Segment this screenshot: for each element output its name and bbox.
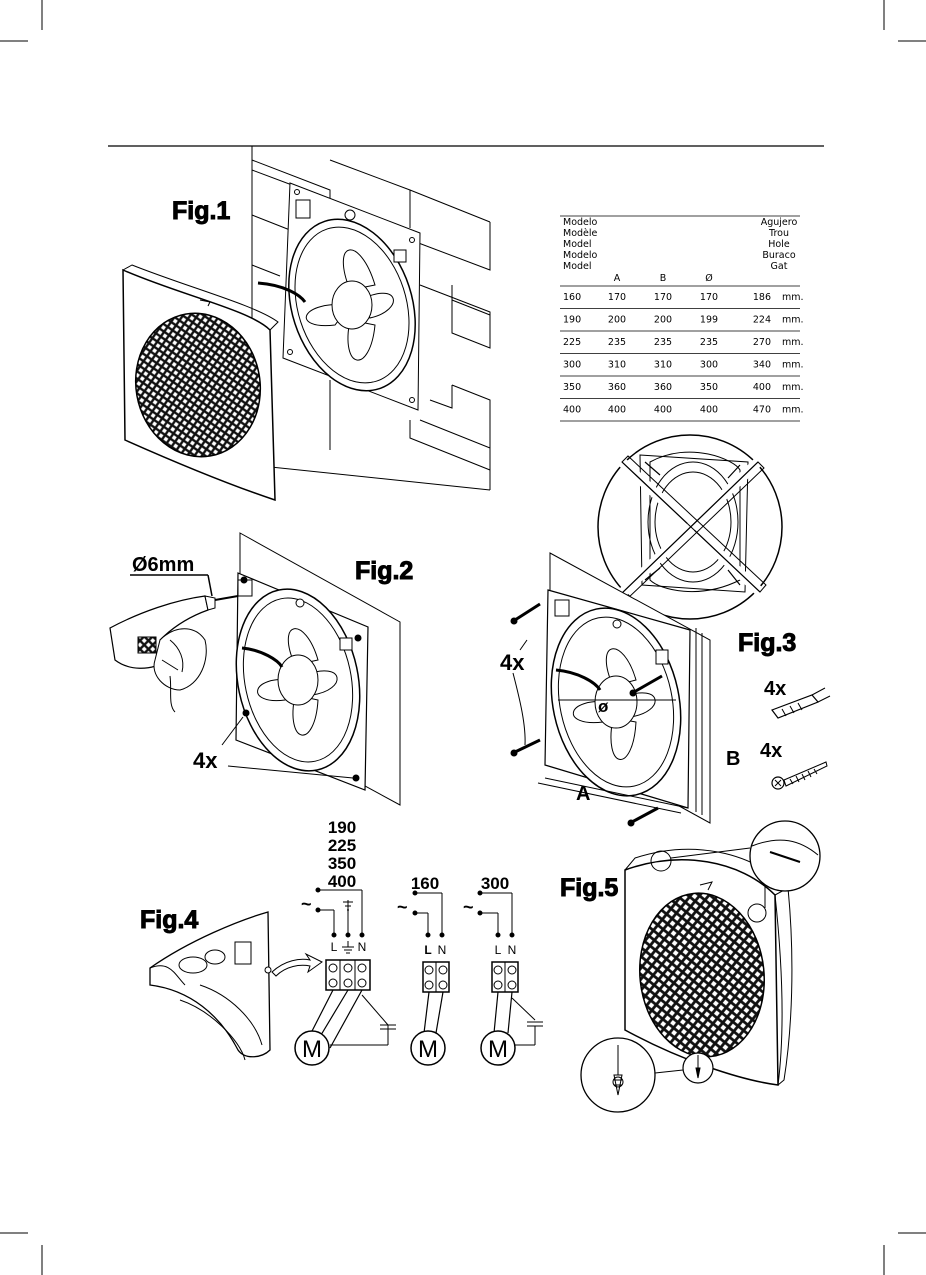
table-cell-a: 235 [608, 337, 626, 348]
fig3-label: Fig.3 [738, 629, 796, 657]
fig4-ac-symbol-1: ~ [301, 894, 312, 914]
header-hole-fr: Trou [768, 228, 789, 239]
fig4-illustration [149, 887, 543, 1066]
fig5-illustration [580, 820, 821, 1113]
fig4-model-225: 225 [328, 836, 356, 855]
wiring-160 [410, 890, 450, 1066]
table-cell-hole: 224 [753, 315, 771, 326]
header-hole-en: Hole [768, 239, 790, 250]
arrow-icon [271, 952, 323, 977]
table-cell-unit: mm. [782, 382, 804, 393]
table-cell-b: 310 [654, 360, 672, 371]
brick-wall [251, 146, 491, 491]
fig3-screw-count: 4x [500, 650, 525, 675]
fig4-term-n-2: N [438, 943, 447, 957]
header-hole-es: Agujero [761, 217, 798, 228]
fig3-screw-count-wood: 4x [760, 740, 782, 762]
fig3-dim-d: ø [598, 697, 609, 716]
table-cell-hole: 270 [753, 337, 771, 348]
earth-icon [342, 941, 354, 954]
wiring-300 [477, 890, 543, 1066]
table-cell-unit: mm. [782, 315, 804, 326]
table-cell-hole: 470 [753, 405, 771, 416]
table-cell-hole: 340 [753, 360, 771, 371]
table-cell-d: 400 [700, 405, 718, 416]
fig2-count-label: 4x [193, 748, 218, 773]
table-cell-a: 170 [608, 292, 626, 303]
table-cell-b: 200 [654, 315, 672, 326]
spec-table: Modelo Modèle Model Modelo Model Agujero… [560, 215, 804, 422]
fig3-dim-b: B [726, 748, 740, 770]
fig5-grille [638, 892, 766, 1058]
table-cell-model: 160 [563, 292, 581, 303]
header-model-nl: Model [563, 261, 592, 272]
fig4-term-l-2: L [424, 943, 431, 957]
table-cell-unit: mm. [782, 337, 804, 348]
header-model-es: Modelo [563, 217, 598, 228]
table-cell-model: 190 [563, 315, 581, 326]
fig3-illustration [510, 552, 831, 827]
header-col-d: Ø [705, 273, 712, 284]
table-cell-b: 400 [654, 405, 672, 416]
table-cell-b: 170 [654, 292, 672, 303]
fig4-ac-symbol-2: ~ [397, 897, 408, 917]
table-cell-d: 350 [700, 382, 718, 393]
fig4-ac-symbol-3: ~ [463, 897, 474, 917]
fig4-term-l-1: L [331, 940, 338, 954]
table-cell-unit: mm. [782, 292, 804, 303]
fig3-dim-a: A [576, 783, 590, 805]
table-cell-hole: 400 [753, 382, 771, 393]
fig4-model-400: 400 [328, 872, 356, 891]
fig4-model-190: 190 [328, 818, 356, 837]
table-cell-d: 199 [700, 315, 718, 326]
fig5-label: Fig.5 [560, 874, 618, 902]
header-col-b: B [660, 273, 667, 284]
table-cell-a: 360 [608, 382, 626, 393]
header-hole-nl: Gat [771, 261, 788, 272]
fig4-model-350: 350 [328, 854, 356, 873]
table-cell-unit: mm. [782, 405, 804, 416]
table-cell-model: 400 [563, 405, 581, 416]
drill-icon [109, 595, 209, 669]
fig4-model-160: 160 [411, 874, 439, 893]
fig3-plug-count: 4x [764, 678, 786, 700]
fig2-label: Fig.2 [355, 557, 413, 585]
table-cell-unit: mm. [782, 360, 804, 371]
fig4-motor-3: M [488, 1036, 508, 1063]
drill-size-label: Ø6mm [132, 554, 194, 576]
table-cell-a: 200 [608, 315, 626, 326]
incorrect-mount-circle [597, 434, 783, 620]
header-model-en: Model [563, 239, 592, 250]
header-model-pt: Modelo [563, 250, 598, 261]
fig4-term-n-3: N [508, 943, 517, 957]
fig2-illustration [109, 532, 401, 806]
fig4-label: Fig.4 [140, 906, 198, 934]
fig4-motor-2: M [418, 1036, 438, 1063]
wood-screw-icon [771, 761, 828, 790]
fig4-model-300: 300 [481, 874, 509, 893]
table-cell-hole: 186 [753, 292, 771, 303]
table-cell-model: 300 [563, 360, 581, 371]
table-cell-d: 170 [700, 292, 718, 303]
fig1-grille [134, 312, 262, 458]
fig4-term-l-3: L [495, 943, 502, 957]
fig1-label: Fig.1 [172, 197, 230, 225]
header-hole-pt: Buraco [762, 250, 795, 261]
table-cell-model: 225 [563, 337, 581, 348]
fig1-illustration [122, 146, 491, 502]
header-model-fr: Modèle [563, 228, 598, 239]
header-col-a: A [614, 273, 621, 284]
table-cell-model: 350 [563, 382, 581, 393]
table-cell-d: 235 [700, 337, 718, 348]
table-cell-b: 235 [654, 337, 672, 348]
fig4-motor-1: M [302, 1036, 322, 1063]
table-cell-d: 300 [700, 360, 718, 371]
table-cell-a: 400 [608, 405, 626, 416]
fig4-term-n-1: N [358, 940, 367, 954]
table-cell-a: 310 [608, 360, 626, 371]
table-cell-b: 360 [654, 382, 672, 393]
wiring-earth-model [294, 887, 396, 1066]
